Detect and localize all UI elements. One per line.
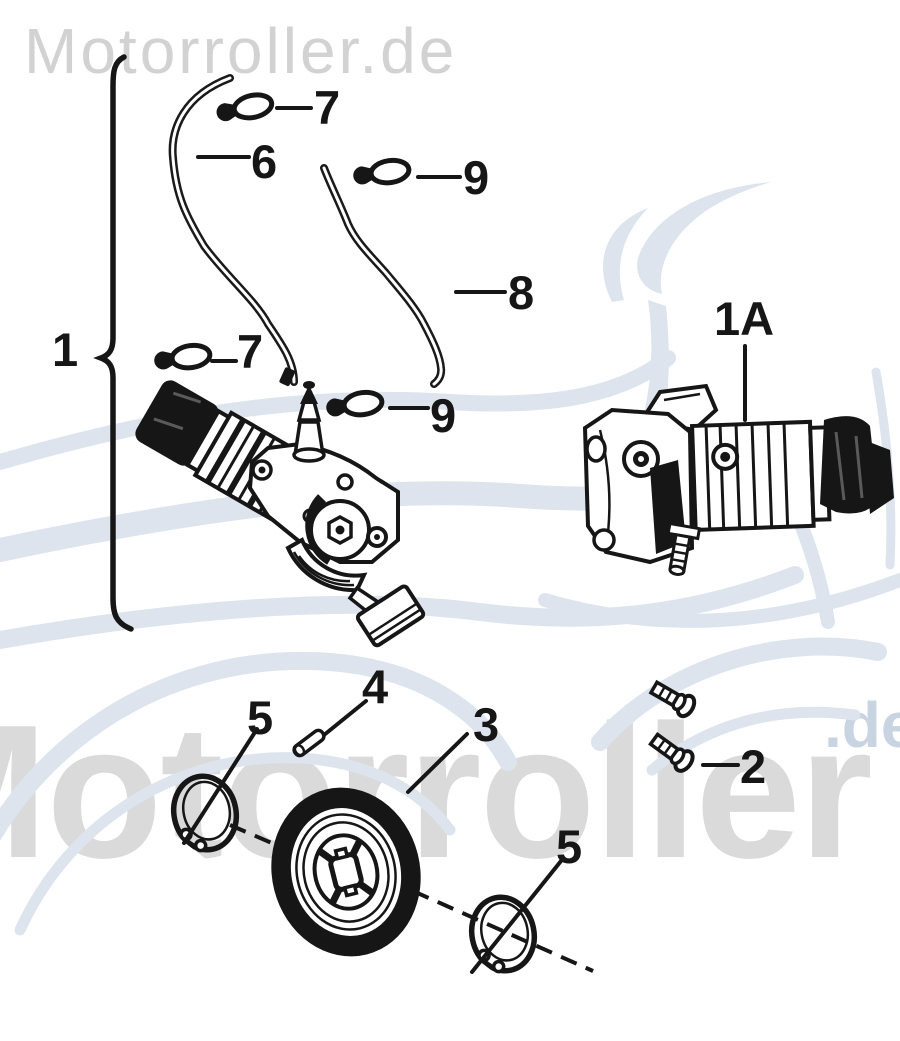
part-label-1a: 1A (714, 292, 775, 345)
part-label-9-mid: 9 (430, 389, 457, 442)
watermark-mirror-swirl (637, 182, 772, 294)
carburetor-barrel (690, 419, 832, 533)
part-label-9-top: 9 (463, 151, 490, 204)
hose-clamp-9-top (352, 158, 411, 188)
part-label-7-top: 7 (314, 81, 341, 134)
watermark-rear-wheel-arc (591, 637, 887, 751)
oil-pump-pulley-3 (271, 787, 421, 957)
watermark-de-suffix: .de (824, 689, 900, 761)
part-label-8: 8 (508, 266, 535, 319)
inlet-nipple (292, 381, 326, 463)
oil-hose-8 (320, 164, 446, 388)
part-label-5-right: 5 (556, 820, 583, 873)
part-label-5-left: 5 (247, 691, 274, 744)
outlet-flange (347, 584, 426, 648)
hose-clamp-7-top (214, 92, 273, 125)
part-label-2: 2 (740, 740, 767, 793)
spline-hub (328, 852, 364, 892)
part-label-4: 4 (362, 660, 389, 713)
leader-lines (182, 106, 747, 974)
hose-clamp-7-mid (153, 343, 212, 373)
watermark-front-wheel-arc (0, 651, 517, 842)
watermark-top-text: Motorroller.de (24, 15, 458, 87)
part-label-3: 3 (473, 698, 500, 751)
pump-fan-band (285, 537, 368, 593)
shaft-axis-dashed-line (229, 823, 594, 973)
dowel-pin-4 (292, 728, 326, 758)
part-label-1: 1 (52, 323, 79, 376)
watermark-mirror-swirl-2 (603, 208, 648, 302)
part-label-6: 6 (251, 135, 278, 188)
pump-cover (309, 499, 388, 561)
small-top-bolt (279, 367, 296, 387)
oil-hose-6 (168, 74, 298, 386)
drain-nipple (666, 521, 702, 576)
part-label-7-mid: 7 (237, 325, 264, 378)
intake-rubber-cap (820, 416, 894, 514)
carburetor-assembly-1a (582, 383, 894, 576)
oil-pump-assembly-1 (135, 367, 426, 648)
group-bracket-1 (93, 54, 134, 632)
